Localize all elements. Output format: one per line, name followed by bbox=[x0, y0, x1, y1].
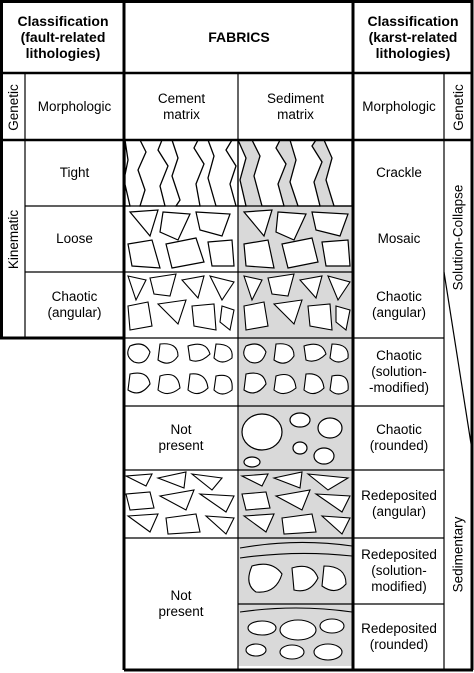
not-present-label-1: Not present bbox=[126, 408, 236, 468]
right-row-redeposited-angular: Redeposited (angular) bbox=[361, 488, 437, 519]
right-row-chaotic-solution: Chaotic (solution- -modified) bbox=[368, 348, 430, 395]
morphologic-right-label: Morphologic bbox=[362, 99, 436, 114]
left-row-tight: Tight bbox=[59, 165, 90, 180]
right-row-chaotic-angular: Chaotic (angular) bbox=[371, 289, 427, 320]
right-row-crackle: Crackle bbox=[376, 165, 422, 180]
right-row-redeposited-rounded: Redeposited (rounded) bbox=[361, 621, 437, 652]
sedimentary-label: Sedimentary bbox=[450, 516, 466, 592]
morphologic-left-label: Morphologic bbox=[37, 99, 112, 114]
chaotic-angular-fabric bbox=[127, 273, 351, 331]
left-row-chaotic: Chaotic (angular) bbox=[47, 289, 102, 320]
fabrics-header: FABRICS bbox=[208, 29, 270, 45]
solution-collapse-label: Solution-Collapse bbox=[450, 184, 466, 290]
left-classification-header: Classification (fault-related lithologie… bbox=[17, 13, 109, 61]
sediment-matrix-label: Sediment matrix bbox=[266, 91, 325, 122]
left-row-loose: Loose bbox=[56, 231, 93, 246]
right-row-redeposited-solution: Redeposited (solution- modified) bbox=[361, 547, 437, 594]
right-row-chaotic-rounded: Chaotic (rounded) bbox=[369, 422, 429, 453]
mosaic-fabric bbox=[127, 209, 351, 269]
right-classification-header: Classification (karst-related lithologie… bbox=[367, 13, 459, 61]
genetic-right-label: Genetic bbox=[450, 83, 466, 131]
cement-matrix-label: Cement matrix bbox=[157, 91, 206, 122]
rounded-fabric bbox=[241, 412, 343, 468]
redeposited-angular-fabric bbox=[123, 471, 351, 535]
solution-modified-fabric bbox=[127, 343, 349, 395]
genetic-left-label: Genetic bbox=[6, 83, 21, 131]
not-present-label-2: Not present bbox=[126, 540, 236, 668]
redeposited-solution-fabric bbox=[239, 541, 353, 593]
redeposited-rounded-fabric bbox=[239, 607, 353, 661]
kinematic-label: Kinematic bbox=[6, 209, 21, 270]
right-row-mosaic: Mosaic bbox=[377, 231, 421, 246]
